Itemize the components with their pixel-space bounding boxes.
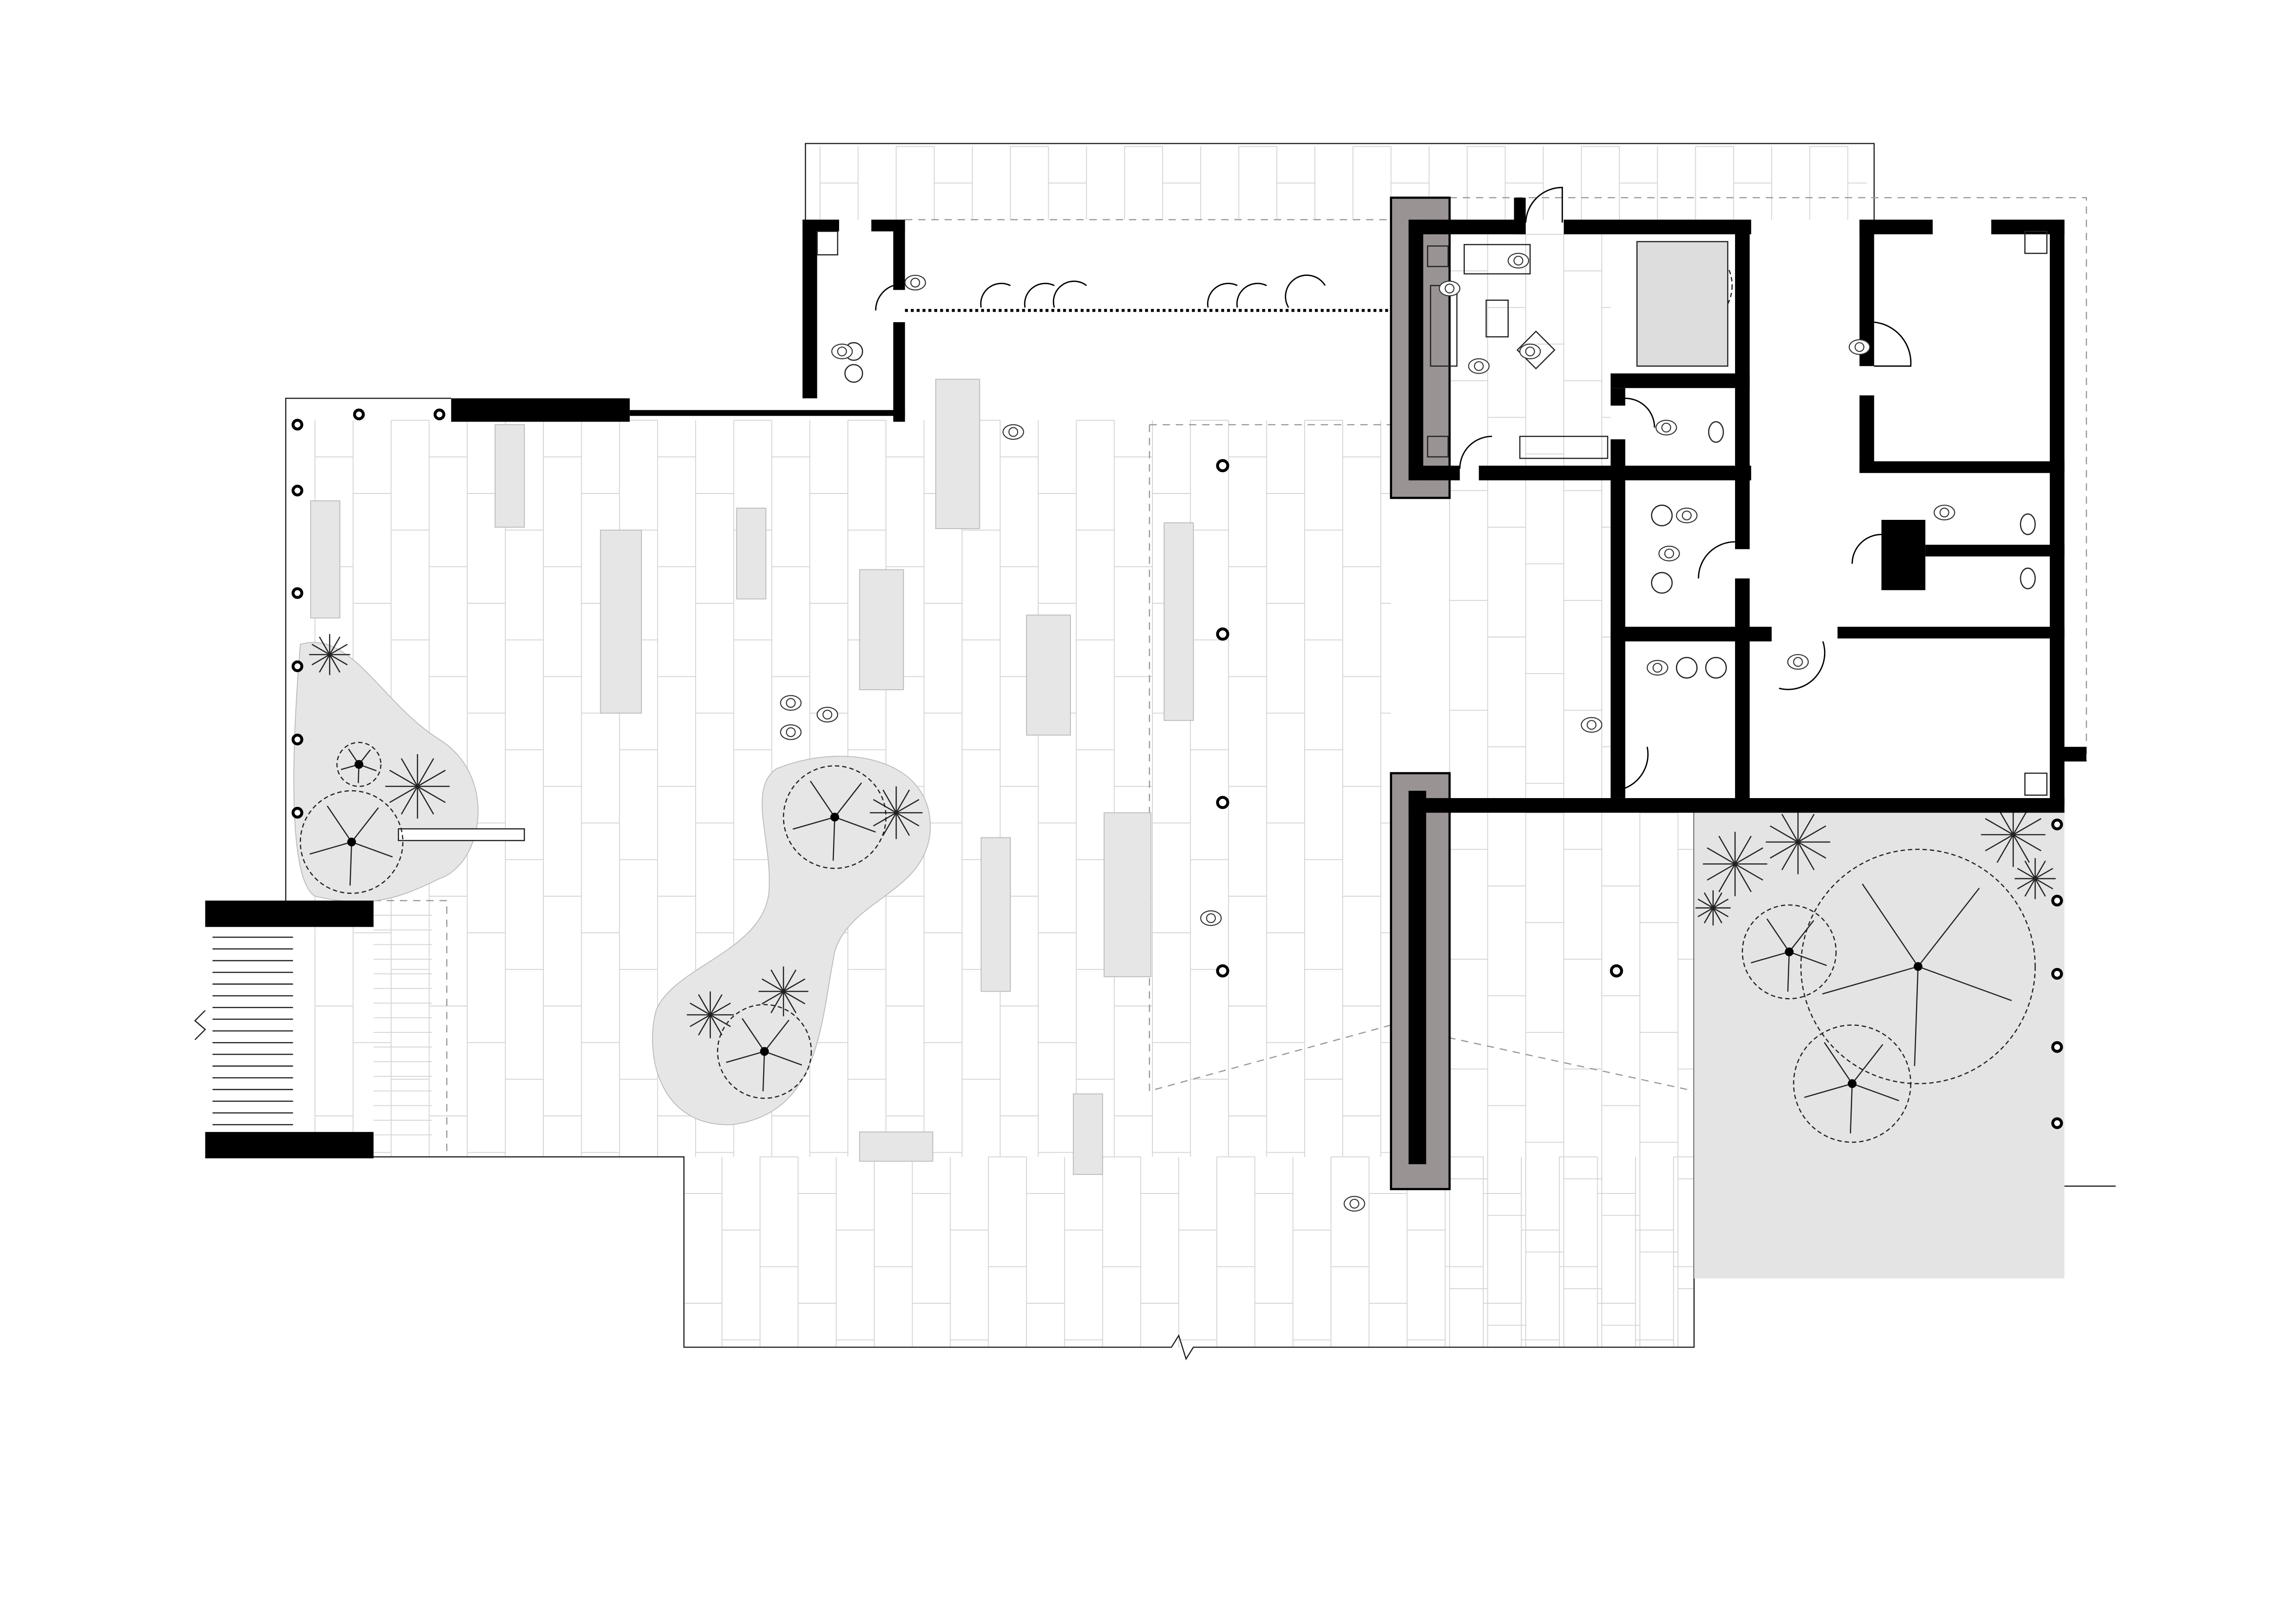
post-icon [292, 418, 304, 431]
post-icon [292, 660, 304, 672]
tree-icon [1793, 1024, 1911, 1143]
person-icon [780, 724, 802, 740]
garden-bed-center [652, 756, 931, 1125]
palm-icon [870, 786, 923, 839]
door-swing-icon [875, 187, 1912, 792]
person-icon [1438, 281, 1461, 297]
person-icon [1468, 358, 1490, 374]
person-icon [1344, 1196, 1365, 1212]
person-icon [1787, 654, 1809, 670]
garden-bed-left [293, 642, 479, 902]
stair-icon [194, 900, 432, 1159]
post-icon [2051, 894, 2063, 907]
courtyard [1694, 810, 2065, 1279]
post-icon [2051, 1041, 2063, 1053]
palm-icon [1703, 831, 1767, 896]
post-icon [292, 733, 304, 746]
column-icon [1216, 627, 1230, 641]
person-icon [831, 344, 853, 360]
post-icon [292, 587, 304, 599]
paving-inserts [310, 379, 1194, 1175]
person-icon [1655, 419, 1677, 436]
person-icon [780, 695, 802, 711]
palm-icon [309, 634, 350, 675]
columns [292, 408, 2063, 1129]
person-icon [1200, 910, 1222, 926]
palm-icon [1981, 802, 2046, 867]
tree-icon [1742, 904, 1837, 999]
person-icon [1658, 545, 1680, 562]
person-icon [1507, 253, 1530, 269]
person-icon [1848, 339, 1871, 355]
person-icon [1002, 424, 1024, 440]
person-icon [1647, 660, 1668, 676]
palm-icon [2015, 858, 2056, 899]
column-icon [1216, 796, 1230, 809]
people [780, 253, 1955, 1212]
walls [451, 196, 2087, 1190]
garden-beds [293, 642, 2065, 1279]
person-icon [1934, 505, 1955, 521]
post-icon [2051, 1117, 2063, 1129]
palm-icon [759, 966, 809, 1017]
tree-icon [717, 1004, 812, 1099]
tree-icon [783, 765, 887, 869]
post-icon [433, 408, 446, 420]
post-icon [2051, 968, 2063, 980]
tree-icon [299, 790, 404, 894]
column-icon [1216, 964, 1230, 978]
person-icon [1676, 507, 1698, 524]
post-icon [292, 485, 304, 497]
post-icon [2051, 818, 2063, 831]
post-icon [292, 806, 304, 819]
tree-icon [1800, 849, 2036, 1085]
person-icon [1580, 717, 1603, 733]
post-icon [353, 408, 365, 420]
site-outline [205, 143, 2116, 1361]
palm-icon [1766, 810, 1830, 874]
person-icon [816, 706, 839, 723]
tree-icon [336, 742, 382, 787]
column-icon [1216, 459, 1230, 473]
palm-icon [687, 991, 734, 1038]
person-icon [904, 275, 926, 291]
palm-icon [1695, 890, 1731, 926]
person-icon [1519, 344, 1541, 360]
column-icon [1610, 964, 1623, 978]
palm-icon [385, 754, 450, 819]
